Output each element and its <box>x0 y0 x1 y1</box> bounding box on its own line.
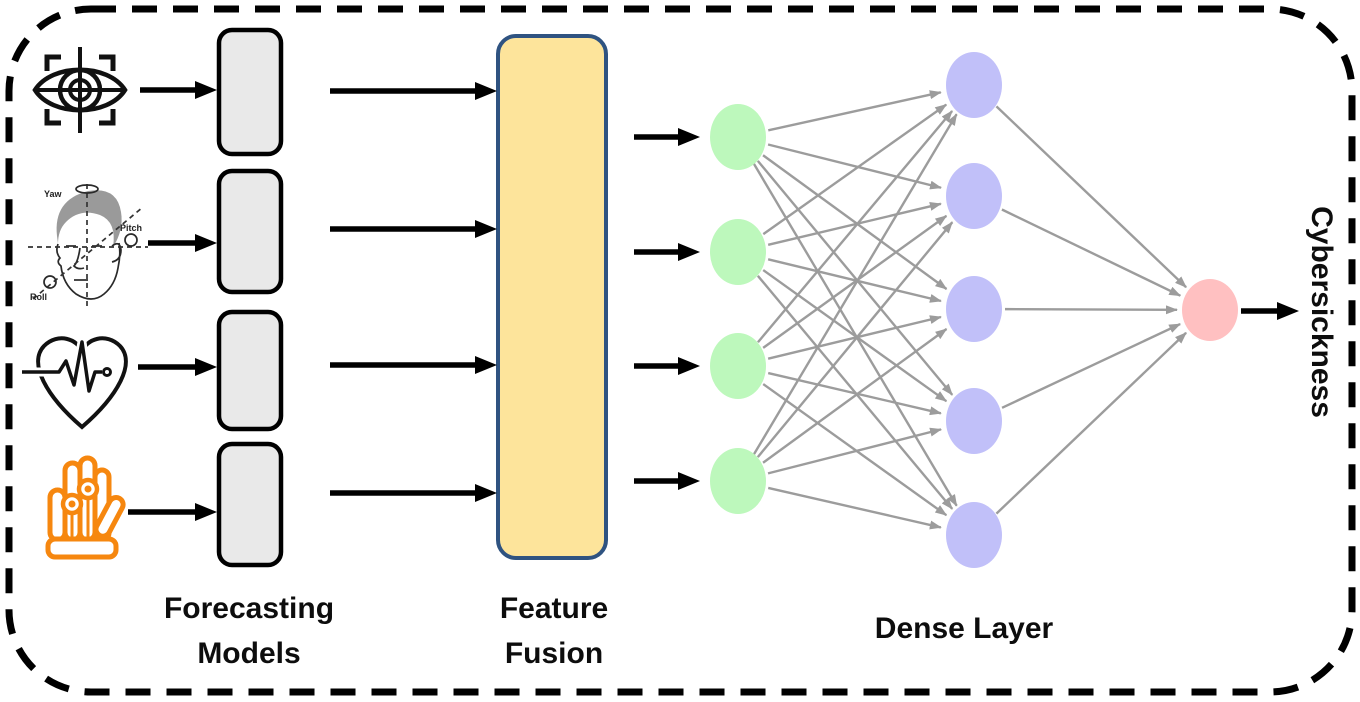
network-edge <box>1004 305 1179 315</box>
head-orientation-icon: Yaw Pitch Roll <box>28 184 148 306</box>
input-node <box>710 333 766 399</box>
network-edge <box>767 486 942 530</box>
flow-arrows <box>128 81 1299 521</box>
feature-fusion-box <box>496 34 608 560</box>
head-hair <box>56 190 122 247</box>
network-edge <box>767 258 942 303</box>
hidden-node <box>946 276 1002 342</box>
network-edge <box>767 427 943 475</box>
hidden-node <box>946 163 1002 229</box>
hidden-node <box>946 502 1002 568</box>
network-edge <box>1001 208 1182 297</box>
output-node <box>1182 279 1238 341</box>
hand-glove-icon <box>45 455 126 560</box>
cybersickness-label: Cybersickness <box>1305 206 1338 418</box>
forecasting-model-box-3 <box>216 309 284 432</box>
feature-fusion-line2: Fusion <box>504 637 604 670</box>
feature-fusion-label: Feature Fusion <box>500 586 608 676</box>
network-edge <box>762 383 948 517</box>
network-edge <box>756 221 954 458</box>
network-edge <box>752 113 958 455</box>
forecasting-models-line2: Models <box>197 637 301 670</box>
network-edge <box>762 328 948 464</box>
network-edges <box>752 90 1187 530</box>
network-nodes <box>710 52 1238 568</box>
forecasting-models-label: Forecasting Models <box>164 586 334 676</box>
network-edge <box>757 110 954 344</box>
forecasting-models-line1: Forecasting <box>163 592 335 625</box>
pitch-axis-label: Pitch <box>120 223 142 233</box>
forecasting-model-box-2 <box>216 168 284 295</box>
input-node <box>710 219 766 285</box>
network-edge <box>756 160 954 396</box>
heart-rate-ecg-icon <box>22 336 128 430</box>
network-edge <box>762 269 948 403</box>
hidden-node <box>946 388 1002 454</box>
eye-tracking-icon <box>32 47 128 133</box>
network-edge <box>768 90 942 132</box>
network-edge <box>1001 322 1182 409</box>
input-node <box>710 104 766 170</box>
yaw-axis-label: Yaw <box>44 189 63 199</box>
network-edge <box>995 331 1187 515</box>
hidden-node <box>946 52 1002 118</box>
forecasting-model-box-4 <box>216 441 284 568</box>
network-edge <box>767 315 942 360</box>
roll-axis-label: Roll <box>30 292 47 302</box>
network-edge <box>767 202 942 247</box>
outer-dashed-border <box>5 5 1356 696</box>
feature-fusion-line1: Feature <box>499 592 609 625</box>
network-edge <box>995 105 1187 289</box>
network-edge <box>767 143 942 190</box>
network-edge <box>762 214 948 349</box>
network-edge <box>762 103 948 236</box>
input-node <box>710 448 766 514</box>
forecasting-model-box-1 <box>216 27 284 157</box>
dense-layer-label: Dense Layer <box>874 612 1054 645</box>
